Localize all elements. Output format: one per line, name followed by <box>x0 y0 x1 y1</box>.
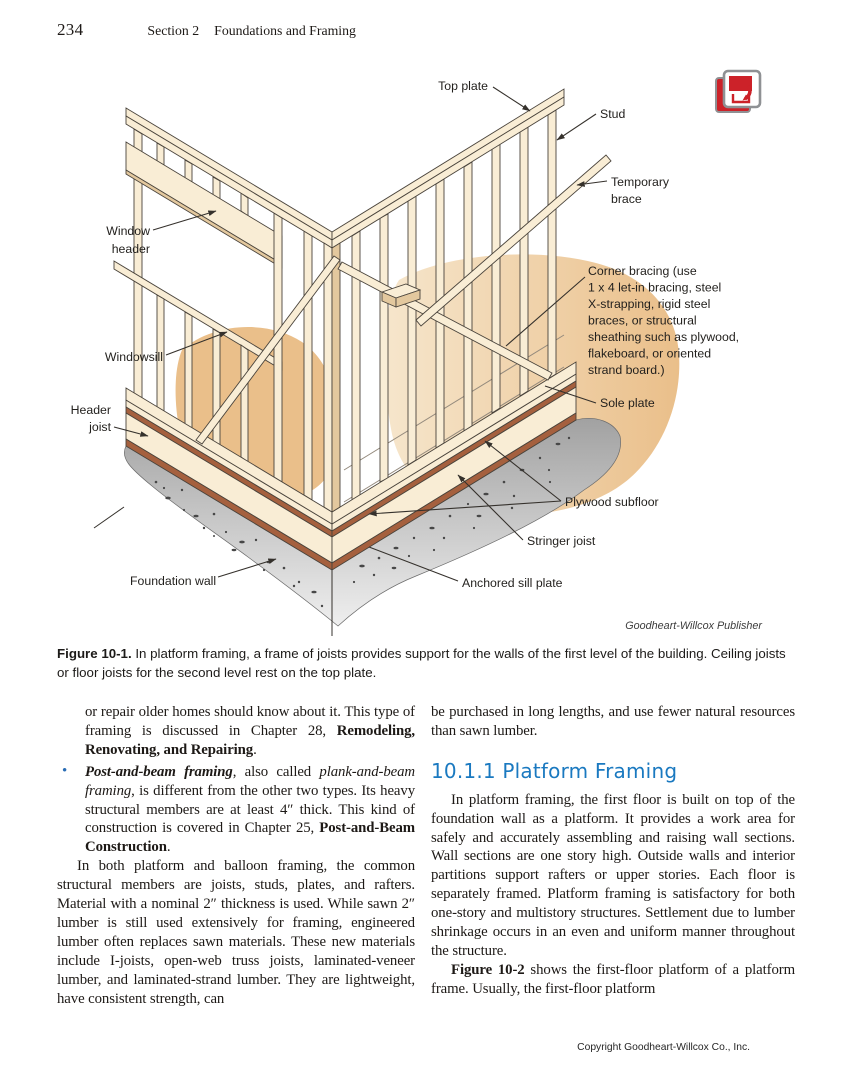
corner-post-graphic <box>323 242 341 513</box>
window-header-leader <box>152 210 217 231</box>
figure-labels: Top plate Stud Temporary brace Window he… <box>71 79 739 590</box>
anchored-sill-plate-leader <box>368 546 459 582</box>
paragraph: In both platform and balloon framing, th… <box>57 858 415 1007</box>
left-column: or repair older homes should know about … <box>57 703 415 1009</box>
foundation-wall-graphic <box>124 418 621 627</box>
label-top-plate: Top plate <box>438 79 488 93</box>
figure-credit: Goodheart-Willcox Publisher <box>625 620 762 632</box>
header-joist-leader <box>113 426 149 437</box>
paragraph-continuation: or repair older homes should know about … <box>85 704 415 758</box>
label-corner-bracing-5: sheathing such as plywood, <box>588 330 739 344</box>
label-window-header-1: Window <box>106 224 150 238</box>
gw-logo-icon <box>715 69 762 113</box>
corner-bracing-leader <box>505 276 586 347</box>
section-header: Section 2 Foundations and Framing <box>147 23 356 38</box>
page-number: 234 <box>57 20 84 39</box>
stud-leader <box>556 113 597 141</box>
right-column: be purchased in long lengths, and use fe… <box>431 703 795 999</box>
braces-graphic <box>195 154 612 445</box>
label-stud: Stud <box>600 107 625 121</box>
stringer-joist-leader <box>457 474 524 541</box>
edge-leader-line <box>93 506 125 529</box>
figure-leaders <box>113 86 608 582</box>
caption-text: In platform framing, a frame of joists p… <box>57 646 786 680</box>
label-corner-bracing-2: 1 x 4 let-in bracing, steel <box>588 281 721 295</box>
label-corner-bracing-4: braces, or structural <box>588 314 697 328</box>
label-anchored-sill-plate: Anchored sill plate <box>462 576 563 590</box>
plywood-subfloor-leader-2 <box>368 500 562 517</box>
bullet-item: • Post-and-beam framing, also called pla… <box>57 763 415 858</box>
section-heading: 10.1.1 Platform Framing <box>431 758 678 783</box>
section-title: Foundations and Framing <box>214 23 356 38</box>
windowsill-leader <box>165 331 228 356</box>
label-foundation-wall: Foundation wall <box>130 574 216 588</box>
concrete-speckles <box>154 436 571 608</box>
bullet-paragraph: Post-and-beam framing, also called plank… <box>85 763 415 856</box>
label-corner-bracing-1: Corner bracing (use <box>588 264 697 278</box>
paragraph-continuation: be purchased in long lengths, and use fe… <box>431 704 795 739</box>
top-plate-leader <box>492 86 531 112</box>
wall-left-graphic <box>113 107 333 525</box>
paragraph: In platform framing, the first floor is … <box>431 791 795 959</box>
caption-label: Figure 10-1. <box>57 646 132 661</box>
floor-platform-graphic <box>125 373 577 571</box>
label-stringer-joist: Stringer joist <box>527 534 596 548</box>
section-label: Section 2 <box>147 23 200 38</box>
page-footer: Copyright Goodheart-Willcox Co., Inc. <box>577 1042 750 1053</box>
bullet-marker: • <box>62 762 68 779</box>
foundation-wall-leader <box>217 558 277 578</box>
label-header-joist-2: joist <box>88 420 111 434</box>
figure-caption: Figure 10-1. In platform framing, a fram… <box>57 645 797 683</box>
label-temporary-brace-1: Temporary <box>611 175 670 189</box>
sole-plate-leader <box>544 385 597 404</box>
label-window-header-2: header <box>112 242 150 256</box>
page-header: 234 Section 2 Foundations and Framing <box>57 20 777 40</box>
label-plywood-subfloor: Plywood subfloor <box>565 495 659 509</box>
temporary-brace-leader <box>576 180 608 187</box>
label-corner-bracing-6: flakeboard, or oriented <box>588 347 711 361</box>
framing-diagram: Top plate Stud Temporary brace Window he… <box>71 79 739 636</box>
label-corner-bracing-7: strand board.) <box>588 363 665 377</box>
label-temporary-brace-2: brace <box>611 192 642 206</box>
plywood-subfloor-leader-1 <box>484 440 562 502</box>
label-sole-plate: Sole plate <box>600 396 655 410</box>
label-windowsill: Windowsill <box>105 350 163 364</box>
paragraph: Figure 10-2 shows the first-floor platfo… <box>431 961 796 997</box>
label-corner-bracing-3: X-strapping, rigid steel <box>588 297 710 311</box>
wall-right-graphic <box>331 88 577 525</box>
label-header-joist-1: Header <box>71 403 111 417</box>
